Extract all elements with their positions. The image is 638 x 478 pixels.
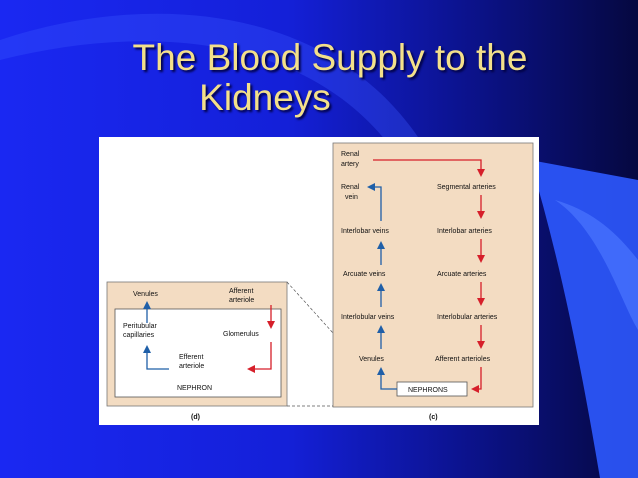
renal-vein-label-2: vein bbox=[345, 194, 358, 201]
afferent-label-2: arteriole bbox=[229, 297, 254, 304]
efferent-label-1: Efferent bbox=[179, 354, 203, 361]
efferent-label-2: arteriole bbox=[179, 363, 204, 370]
interlobular-veins-label: Interlobular veins bbox=[341, 314, 395, 321]
panel-d-label: (d) bbox=[191, 414, 200, 421]
peritubular-label-2: capillaries bbox=[123, 332, 155, 339]
artery-arrow-top bbox=[373, 159, 485, 177]
renal-vein-label-1: Renal bbox=[341, 184, 360, 191]
panel-c-background bbox=[332, 142, 534, 408]
venules-label: Venules bbox=[359, 356, 384, 363]
kidney-blood-supply-figure: Renal artery Renal vein Interlobar veins… bbox=[99, 137, 539, 425]
interlobar-arteries-label: Interlobar arteries bbox=[437, 228, 492, 235]
slide-title: The Blood Supply to the Kidneys bbox=[0, 38, 638, 118]
afferent-arterioles-label: Afferent arterioles bbox=[435, 356, 491, 363]
interlobular-arteries-label: Interlobular arteries bbox=[437, 314, 498, 321]
vein-arrow-to-renal-vein bbox=[367, 183, 382, 221]
connector-top bbox=[286, 281, 334, 334]
efferent-arrow bbox=[247, 342, 272, 373]
venules-d-label: Venules bbox=[133, 291, 158, 298]
panel-c-label: (c) bbox=[429, 414, 438, 421]
figure-svg: Renal artery Renal vein Interlobar veins… bbox=[106, 142, 534, 421]
afferent-label-1: Afferent bbox=[229, 288, 253, 295]
title-line-2: Kidneys bbox=[199, 77, 331, 118]
nephrons-label: NEPHRONS bbox=[408, 387, 448, 394]
arcuate-arteries-label: Arcuate arteries bbox=[437, 271, 487, 278]
nephron-label: NEPHRON bbox=[177, 385, 212, 392]
segmental-arteries-label: Segmental arteries bbox=[437, 184, 496, 191]
interlobar-veins-label: Interlobar veins bbox=[341, 228, 389, 235]
artery-arrow-to-nephrons bbox=[471, 367, 482, 393]
vein-arrow-from-nephrons bbox=[377, 367, 397, 390]
renal-artery-label-2: artery bbox=[341, 161, 359, 168]
capillary-vein-arrow bbox=[143, 345, 169, 370]
panel-d-inner bbox=[114, 308, 282, 398]
arcuate-veins-label: Arcuate veins bbox=[343, 271, 386, 278]
renal-artery-label-1: Renal bbox=[341, 151, 360, 158]
peritubular-label-1: Peritubular bbox=[123, 323, 158, 330]
glomerulus-label: Glomerulus bbox=[223, 331, 259, 338]
title-line-1: The Blood Supply to the bbox=[132, 37, 528, 78]
